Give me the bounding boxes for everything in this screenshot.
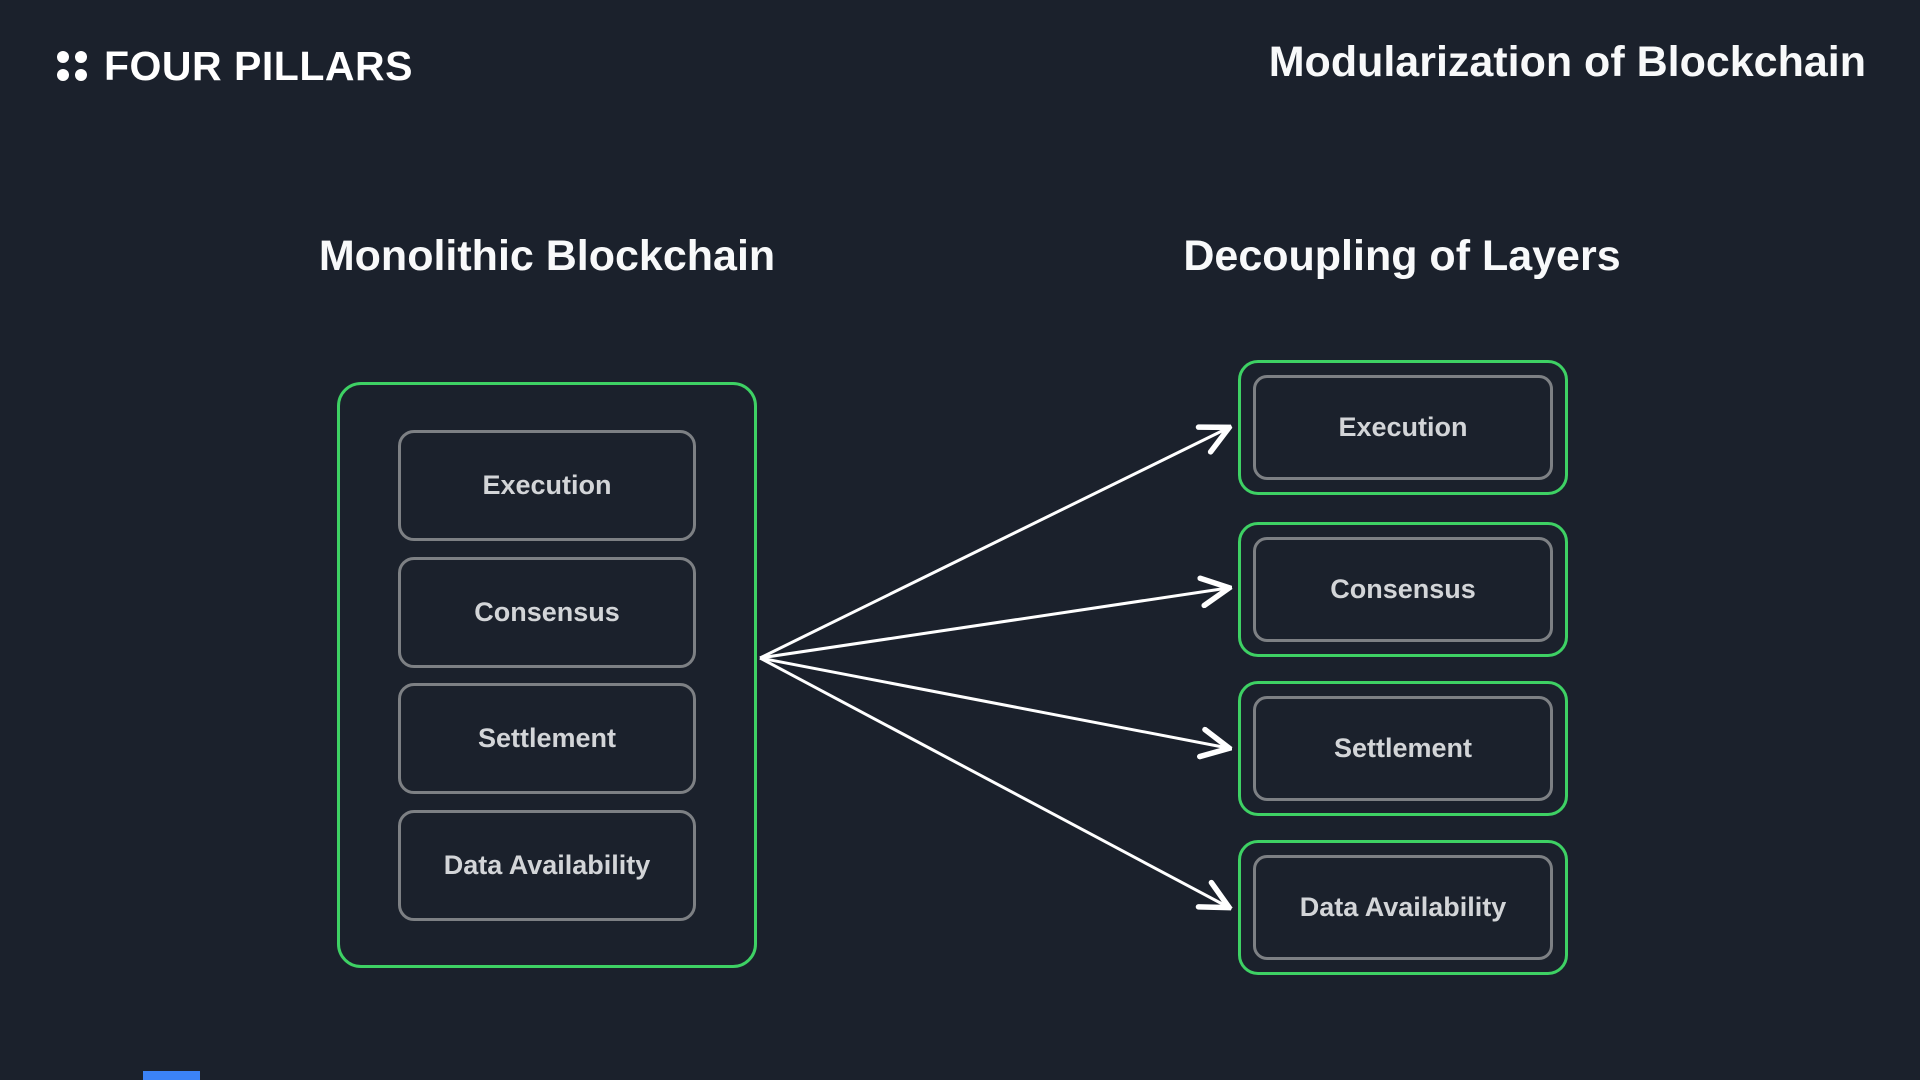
dot [57, 69, 69, 81]
layer-label: Settlement [477, 723, 617, 754]
mono-layer-consensus: Consensus [398, 556, 696, 668]
mono-layer-execution: Execution [398, 430, 696, 541]
four-dots-icon [57, 51, 87, 81]
monolithic-container: Execution Consensus Settlement Data Avai… [337, 382, 757, 968]
dot [75, 69, 87, 81]
four-pillars-logo: FOUR PILLARS [57, 38, 413, 94]
right-panel-heading: Decoupling of Layers [1183, 232, 1621, 280]
modular-layer-data-availability: Data Availability [1253, 855, 1553, 960]
modular-container-settlement: Settlement [1238, 681, 1568, 816]
dot [75, 51, 87, 63]
arrow-to-data-availability [759, 656, 1228, 907]
layer-label: Execution [482, 470, 612, 500]
layer-label: Data Availability [1299, 892, 1507, 922]
layer-label: Consensus [474, 596, 620, 627]
modular-layer-consensus: Consensus [1253, 537, 1553, 642]
arrow-to-consensus [759, 588, 1228, 660]
logo-wordmark: FOUR PILLARS [104, 42, 413, 89]
mono-layer-settlement: Settlement [398, 683, 696, 795]
layer-label: Settlement [1333, 733, 1473, 763]
footer-accent-bar [143, 1071, 200, 1080]
arrow-to-execution [759, 428, 1228, 660]
modular-container-consensus: Consensus [1238, 522, 1568, 657]
modular-layer-execution: Execution [1253, 375, 1553, 480]
modular-layer-settlement: Settlement [1253, 696, 1553, 801]
modular-container-data-availability: Data Availability [1238, 840, 1568, 975]
left-panel-heading: Monolithic Blockchain [318, 232, 776, 280]
layer-label: Data Availability [443, 849, 651, 880]
mono-layer-data-availability: Data Availability [398, 809, 696, 921]
layer-label: Execution [1338, 412, 1468, 442]
layer-label: Consensus [1330, 574, 1476, 604]
slide-title: Modularization of Blockchain [1268, 38, 1866, 86]
dot [57, 51, 69, 63]
modular-container-execution: Execution [1238, 360, 1568, 495]
arrow-to-settlement [759, 656, 1228, 748]
